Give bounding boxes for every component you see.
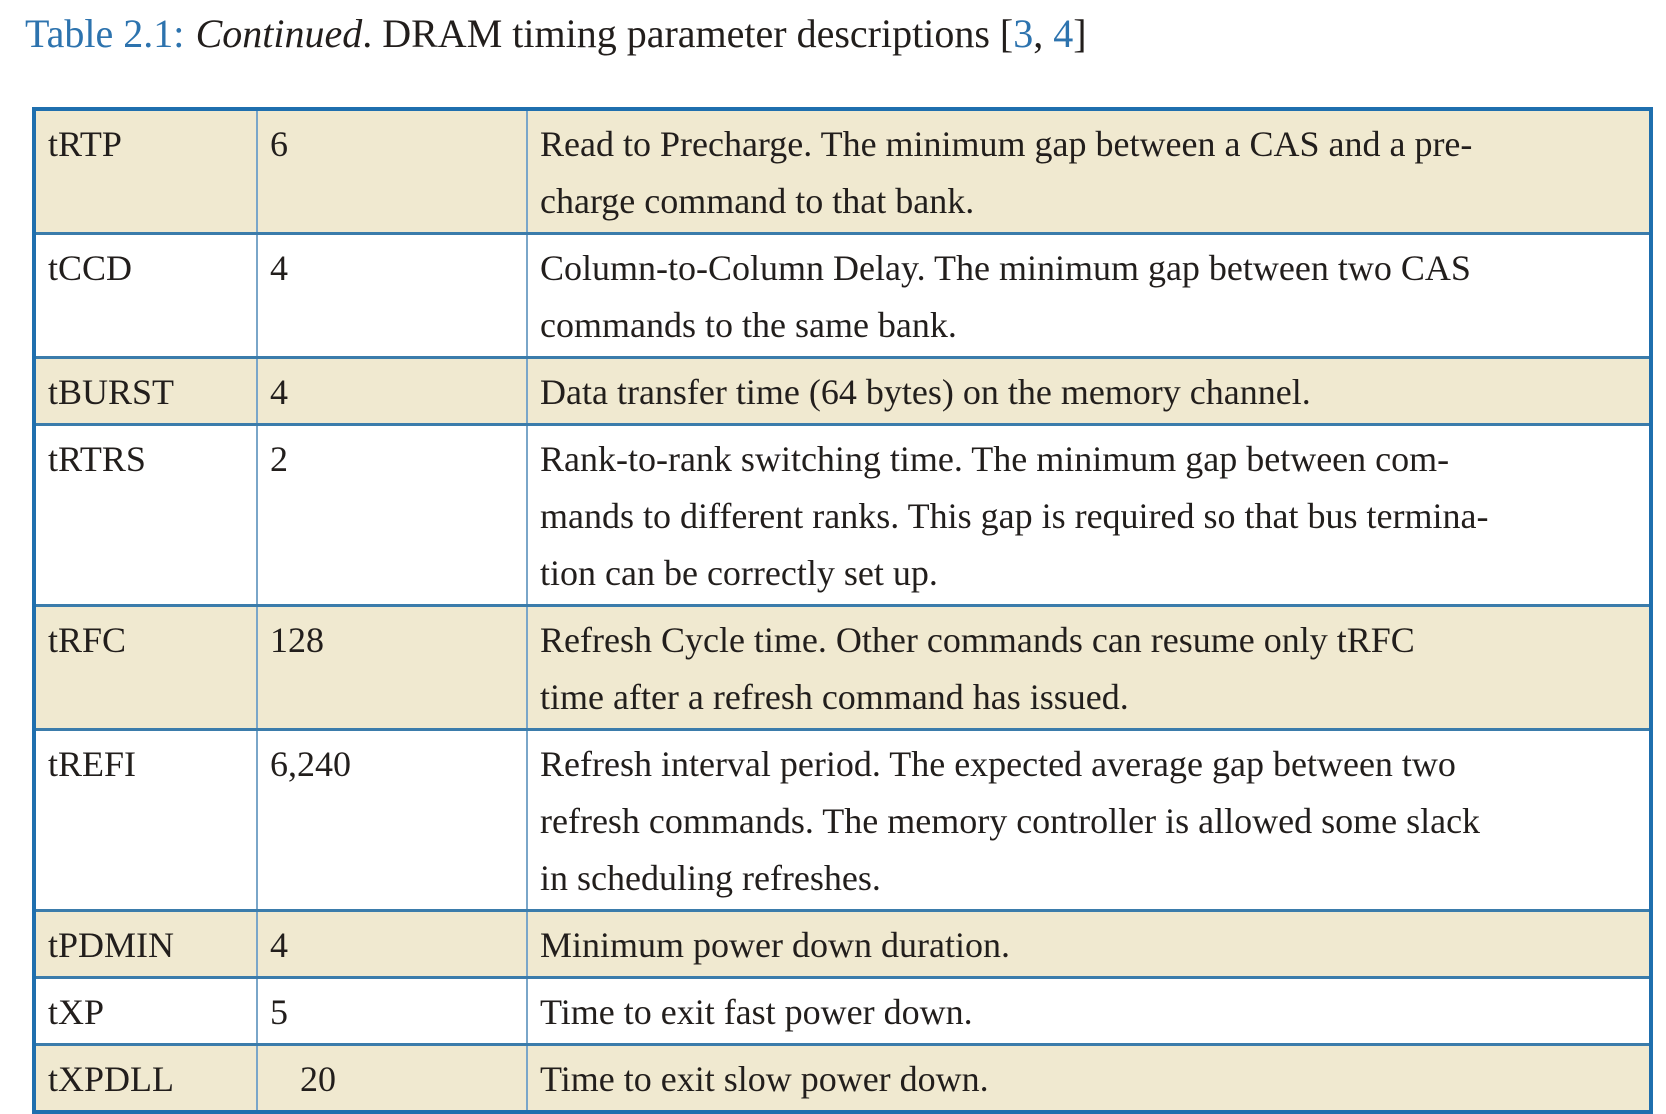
table-row: tRTRS 2 Rank-to-rank switching time. The… [34, 423, 1651, 606]
param-cell: tRFC [34, 604, 257, 730]
value-cell: 6,240 [256, 728, 527, 911]
param-cell: tRTRS [34, 423, 257, 606]
param-cell: tCCD [34, 232, 257, 358]
table-row: tXP 5 Time to exit fast power down. [34, 976, 1651, 1045]
param-cell: tXP [34, 976, 257, 1045]
value-cell: 128 [256, 604, 527, 730]
table-row: tBURST 4 Data transfer time (64 bytes) o… [34, 356, 1651, 425]
table-row: tCCD 4 Column-to-Column Delay. The minim… [34, 232, 1651, 358]
param-cell: tREFI [34, 728, 257, 911]
param-cell: tPDMIN [34, 909, 257, 978]
table-row: tRFC 128 Refresh Cycle time. Other comma… [34, 604, 1651, 730]
table-row: tREFI 6,240 Refresh interval period. The… [34, 728, 1651, 911]
description-cell: Refresh interval period. The expected av… [526, 728, 1651, 911]
value-cell: 4 [256, 356, 527, 425]
value-cell: 4 [256, 232, 527, 358]
table-caption: Table 2.1:Continued. DRAM timing paramet… [25, 8, 1087, 60]
value-cell: 2 [256, 423, 527, 606]
value-cell: 5 [256, 976, 527, 1045]
description-cell: Time to exit fast power down. [526, 976, 1651, 1045]
timing-table-container: tRTP 6 Read to Precharge. The minimum ga… [32, 107, 1653, 1114]
caption-description-text: . DRAM timing parameter descriptions [362, 11, 1000, 56]
description-cell: Data transfer time (64 bytes) on the mem… [526, 356, 1651, 425]
table-row: tXPDLL 20 Time to exit slow power down. [34, 1043, 1651, 1112]
citation-ref-4[interactable]: 4 [1053, 11, 1074, 56]
table-row: tRTP 6 Read to Precharge. The minimum ga… [34, 109, 1651, 234]
value-cell: 4 [256, 909, 527, 978]
timing-parameters-table: tRTP 6 Read to Precharge. The minimum ga… [32, 107, 1653, 1114]
caption-bracket-close: ] [1073, 11, 1087, 56]
description-cell: Rank-to-rank switching time. The minimum… [526, 423, 1651, 606]
description-cell: Read to Precharge. The minimum gap betwe… [526, 109, 1651, 234]
param-cell: tXPDLL [34, 1043, 257, 1112]
description-cell: Column-to-Column Delay. The minimum gap … [526, 232, 1651, 358]
description-cell: Refresh Cycle time. Other commands can r… [526, 604, 1651, 730]
caption-bracket-open: [ [999, 11, 1014, 56]
param-cell: tRTP [34, 109, 257, 234]
param-cell: tBURST [34, 356, 257, 425]
caption-ref-separator: , [1033, 11, 1054, 56]
value-cell: 6 [256, 109, 527, 234]
citation-ref-3[interactable]: 3 [1013, 11, 1034, 56]
description-cell: Time to exit slow power down. [526, 1043, 1651, 1112]
timing-table-body: tRTP 6 Read to Precharge. The minimum ga… [34, 109, 1651, 1112]
description-cell: Minimum power down duration. [526, 909, 1651, 978]
value-cell: 20 [256, 1043, 527, 1112]
caption-label: Table 2.1: [25, 11, 185, 56]
table-row: tPDMIN 4 Minimum power down duration. [34, 909, 1651, 978]
document-page: Table 2.1:Continued. DRAM timing paramet… [25, 8, 1653, 1114]
caption-continued-text: Continued [195, 11, 363, 56]
